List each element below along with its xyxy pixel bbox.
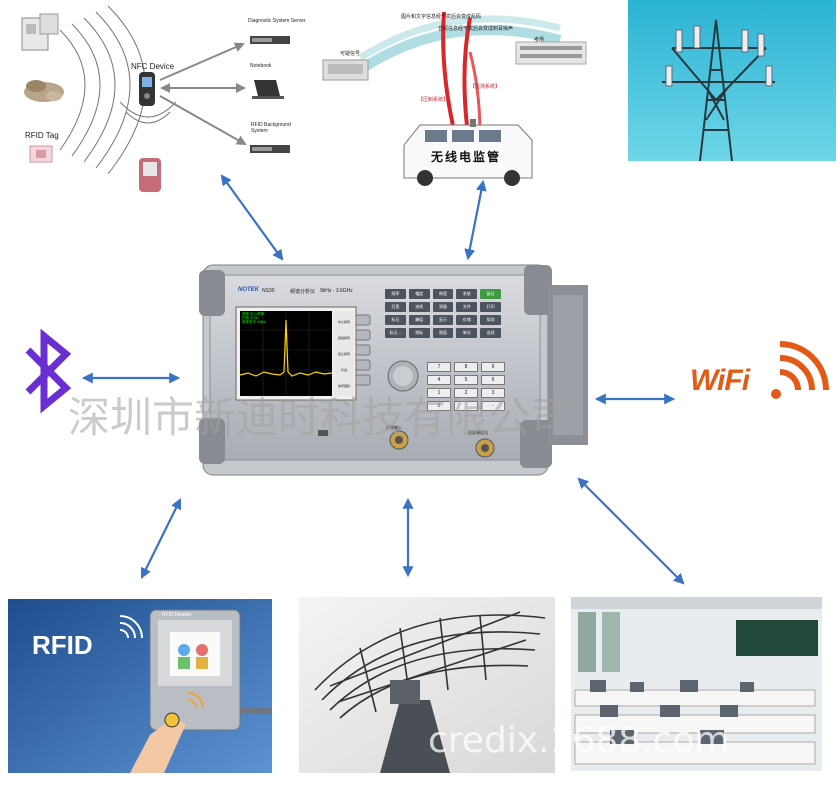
analyzer-function-keys: 频率 幅度 带宽 系统 复位 扫宽 迹线 测量 文件 打印 标记 峰值 显示 存… bbox=[385, 289, 501, 338]
softkey-label: 中心频率 bbox=[337, 320, 350, 324]
numpad-key: 4 bbox=[427, 375, 451, 385]
numpad-key: . bbox=[454, 401, 478, 411]
cell-tower-photo bbox=[628, 0, 836, 162]
numpad-key: 2 bbox=[454, 388, 478, 398]
function-key: 测量 bbox=[432, 302, 454, 312]
monitor-system-tag: 【监测系统】 bbox=[470, 84, 501, 90]
function-key: 扫宽 bbox=[385, 302, 406, 312]
function-key: 标记→ bbox=[385, 328, 406, 338]
screen-readout: 频率 中心频率 bbox=[242, 312, 264, 316]
screen-readout: 扫宽 3GHz bbox=[242, 316, 259, 320]
numpad-key: 5 bbox=[454, 375, 478, 385]
function-key: 迹线 bbox=[408, 302, 430, 312]
bluetooth-icon bbox=[25, 328, 72, 414]
connection-arrows bbox=[81, 174, 685, 585]
screen-softkey-menu: 中心频率 起始频率 终止频率 步进 信号跟踪 bbox=[334, 314, 354, 394]
function-key: 单次 bbox=[456, 328, 478, 338]
function-key: 标记 bbox=[385, 315, 406, 325]
softkey-label: 终止频率 bbox=[337, 352, 350, 356]
rfid-reader-screen-title: RFID Reader bbox=[162, 612, 192, 618]
exam-station-label: 考场 bbox=[534, 37, 545, 43]
numpad-key: 3 bbox=[481, 388, 505, 398]
exam-building-icon bbox=[515, 41, 587, 65]
function-key: 峰值 bbox=[408, 315, 430, 325]
analyzer-brand: NOTEK bbox=[238, 287, 259, 293]
function-key: 复位 bbox=[480, 289, 501, 299]
arrow-rfid bbox=[140, 498, 182, 579]
spectrum-trace bbox=[239, 319, 333, 377]
numpad-key: 7 bbox=[427, 362, 451, 372]
analyzer-model: NS30 bbox=[262, 288, 275, 294]
nfc-phone-2-icon bbox=[139, 158, 161, 192]
arrow-monitoring bbox=[464, 179, 487, 261]
nfc-connection-lines bbox=[159, 42, 247, 145]
softkey-label: 起始频率 bbox=[337, 336, 350, 340]
function-key: 带宽 bbox=[432, 289, 454, 299]
parts-icon bbox=[24, 80, 64, 102]
function-key: 系统 bbox=[456, 289, 478, 299]
arrow-lab bbox=[577, 477, 685, 585]
function-key: 限值 bbox=[432, 328, 454, 338]
function-key: 幅度 bbox=[408, 289, 430, 299]
nfc-wave-arcs bbox=[59, 5, 177, 175]
monitoring-van-icon bbox=[403, 119, 533, 186]
rfid-tag-icon bbox=[29, 145, 53, 163]
function-key: 频标 bbox=[408, 328, 430, 338]
softkey-label: 信号跟踪 bbox=[337, 384, 350, 388]
function-key: 帮助 bbox=[480, 315, 501, 325]
usb-port-icon bbox=[318, 430, 328, 436]
signal-source-label: 可疑信号 bbox=[340, 51, 361, 57]
nfc-diagram bbox=[21, 5, 290, 192]
notebook-label: Notebook bbox=[250, 63, 272, 69]
van-text: 无线电监管 bbox=[431, 150, 502, 164]
server-icon bbox=[250, 36, 290, 44]
softkey-label: 步进 bbox=[340, 368, 347, 372]
analyzer-range: 9kHz - 3.6GHz bbox=[320, 288, 353, 294]
nfc-phone-icon bbox=[139, 72, 155, 106]
screen-readout: 参考电平 0dBm bbox=[242, 320, 267, 324]
notebook-icon bbox=[252, 80, 284, 99]
rfid-tag-label: RFID Tag bbox=[25, 131, 59, 140]
numpad-key: 9 bbox=[481, 362, 505, 372]
signal-source-building-icon bbox=[322, 59, 369, 81]
watermark-url: credix.1688.com bbox=[428, 720, 730, 761]
function-key: 存储 bbox=[456, 315, 478, 325]
screen-readouts: 频率 中心频率 扫宽 3GHz 参考电平 0dBm bbox=[242, 312, 332, 324]
rfid-reader-photo bbox=[8, 599, 272, 773]
wifi-logo bbox=[771, 341, 829, 399]
rfid-backend-label: RFID Background System bbox=[251, 122, 291, 134]
backend-server-icon bbox=[250, 145, 290, 153]
function-key: 打印 bbox=[480, 302, 501, 312]
radar-antenna-photo bbox=[299, 597, 555, 773]
rf-input-label: 射频输入 bbox=[386, 425, 402, 430]
function-key: 频率 bbox=[385, 289, 406, 299]
function-key: 文件 bbox=[456, 302, 478, 312]
wifi-text: WiFi bbox=[690, 364, 750, 397]
tracking-output-label: 跟踪源输出 bbox=[468, 430, 488, 435]
nfc-device-label: NFC Device bbox=[131, 62, 175, 71]
analyzer-title: 频谱分析仪 bbox=[290, 289, 316, 295]
diagnostic-server-label: Diagnostic System Server bbox=[248, 18, 306, 24]
numpad-key: 8 bbox=[454, 362, 478, 372]
function-key: 连续 bbox=[480, 328, 501, 338]
numpad-key: 1 bbox=[427, 388, 451, 398]
rfid-panel-title: RFID bbox=[32, 630, 93, 660]
lab-classroom-photo bbox=[571, 597, 822, 771]
rfid-tag-badge-icon bbox=[164, 712, 180, 728]
analyzer-numpad: 7 8 9 4 5 6 1 2 3 0 . - bbox=[427, 362, 505, 411]
machine-icon bbox=[21, 13, 59, 51]
numpad-key: 0 bbox=[427, 401, 451, 411]
watermark-company: 深圳市新迪时科技有限公司 bbox=[68, 393, 573, 442]
function-key: 显示 bbox=[432, 315, 454, 325]
numpad-key: 6 bbox=[481, 375, 505, 385]
monitoring-caption-bottom: 音频信息经干扰后会变成刺耳噪声 bbox=[438, 26, 514, 32]
numpad-key: - bbox=[481, 401, 505, 411]
monitoring-caption-top: 图片和文字信息经干扰后会变成乱码 bbox=[401, 14, 482, 20]
jam-system-tag: 【压制系统】 bbox=[418, 97, 449, 103]
monitoring-diagram bbox=[322, 11, 587, 186]
arrow-nfc bbox=[220, 174, 284, 261]
